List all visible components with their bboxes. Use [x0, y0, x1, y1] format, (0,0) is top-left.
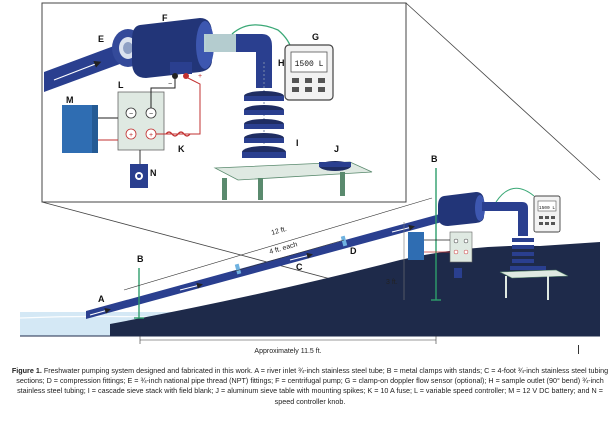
main-meter-reading: 1500 L — [539, 205, 556, 211]
label-J: J — [334, 144, 339, 154]
zoom-connector-top — [405, 2, 601, 181]
inset-sieve-table — [213, 161, 373, 200]
main-sieve-table — [499, 266, 569, 300]
controller-plus-right: + — [149, 132, 153, 139]
label-E: E — [98, 34, 104, 44]
label-I: I — [296, 138, 299, 148]
inset-fuse — [165, 131, 191, 137]
label-A-main: A — [98, 294, 105, 304]
label-K: K — [178, 144, 185, 154]
four-ft-label: 4 ft. each — [269, 241, 299, 256]
inset-centrifugal-pump — [132, 18, 258, 79]
inset-meter-reading: 1500 L — [295, 60, 324, 69]
inset-battery — [62, 105, 118, 153]
label-C-main: C — [296, 262, 303, 272]
inset-speed-knob — [130, 164, 148, 188]
four-ft-dimension-line — [231, 239, 345, 273]
caption-body: Freshwater pumping system designed and f… — [16, 366, 609, 406]
label-B-left: B — [137, 254, 144, 264]
inset-speed-controller: − − + + — [117, 77, 201, 164]
clamp-stand-left — [134, 268, 144, 319]
label-B-right: B — [431, 154, 438, 164]
span-label: Approximately 11.5 ft. — [254, 348, 321, 355]
pump-minus-mark: − — [168, 81, 172, 88]
main-tubing — [86, 214, 442, 319]
main-controller — [408, 231, 473, 278]
label-F: F — [162, 13, 168, 23]
twelve-ft-label: 12 ft. — [271, 226, 288, 237]
label-L: L — [118, 80, 124, 90]
main-flow-meter: 1500 L — [533, 195, 561, 233]
figure-caption: Figure 1. Freshwater pumping system desi… — [10, 366, 610, 407]
label-G: G — [312, 32, 319, 42]
inset-sieve-stack — [242, 91, 286, 158]
controller-minus-right: − — [149, 111, 153, 118]
label-H: H — [278, 58, 285, 68]
clamp-stand-right — [431, 168, 441, 301]
label-M: M — [66, 95, 74, 105]
label-D-main: D — [350, 246, 357, 256]
inset-panel: 1500 L — [41, 2, 407, 203]
twelve-ft-dimension-line — [123, 197, 433, 291]
main-sieve-stack — [510, 238, 536, 270]
controller-plus-left: + — [129, 132, 133, 139]
main-pump — [438, 187, 535, 236]
text-cursor — [578, 345, 579, 354]
pump-plus-mark: + — [198, 73, 202, 80]
inset-flow-meter: 1500 L — [284, 44, 334, 101]
three-ft-label: 3 ft. — [386, 279, 398, 286]
label-N: N — [150, 168, 157, 178]
controller-minus-left: − — [129, 111, 133, 118]
caption-title: Figure 1. — [11, 366, 42, 375]
riverbank — [110, 242, 600, 336]
